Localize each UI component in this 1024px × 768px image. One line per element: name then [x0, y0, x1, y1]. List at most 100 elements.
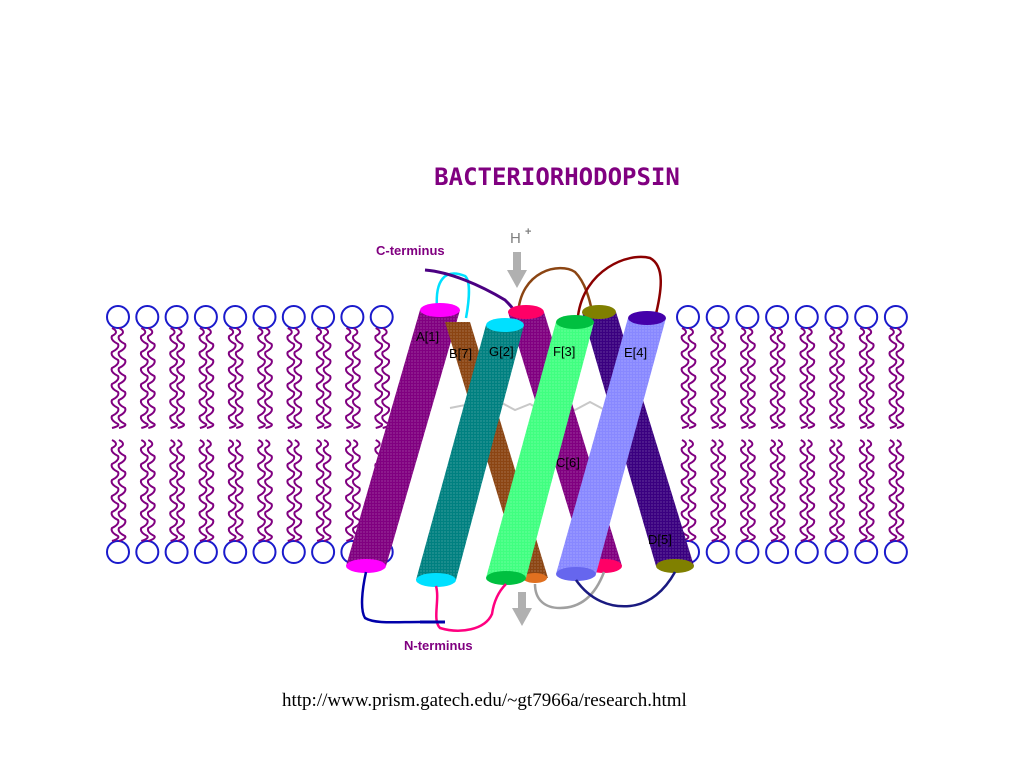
lipid-tail: [146, 327, 156, 429]
lipid-tail: [829, 439, 838, 542]
lipid-tail: [747, 439, 756, 542]
lipid-tail: [234, 439, 244, 542]
lipid-tail: [264, 439, 273, 542]
lipid-head: [311, 540, 336, 564]
lipid-head: [193, 540, 218, 564]
lipid-tail: [858, 327, 868, 429]
lipid-head: [824, 540, 849, 564]
lipid-tail: [687, 327, 697, 429]
lipid-head: [854, 540, 879, 564]
lipid-head: [735, 540, 760, 564]
lipid-tail: [895, 439, 905, 542]
lipid-head: [854, 305, 879, 329]
lipid-tail: [146, 439, 156, 542]
lipid-tail: [352, 439, 361, 542]
extracellular-loops: [435, 255, 662, 319]
lipid-tail: [829, 327, 838, 429]
helix-d-label: D[5]: [648, 532, 672, 547]
helix-b-label: B[7]: [449, 346, 472, 361]
lipid-tail: [110, 439, 120, 542]
lipid-head: [281, 305, 306, 329]
helix-f: [486, 315, 594, 585]
lipid-tail: [257, 327, 266, 429]
lipid-tail: [293, 439, 303, 542]
lipid-head: [223, 540, 248, 564]
lipid-head: [106, 305, 130, 329]
lipid-tail: [169, 327, 178, 429]
lipid-tail: [198, 327, 208, 429]
lipid-tail: [858, 439, 868, 542]
lipid-head: [164, 305, 189, 329]
lipid-tail: [687, 439, 697, 542]
lipid-tail: [139, 327, 149, 429]
lipid-tail: [776, 327, 786, 429]
lipid-head: [311, 305, 336, 329]
lipid-head: [369, 305, 394, 329]
helix-a: [346, 303, 460, 573]
lipid-head: [106, 540, 130, 564]
helix-a-label: A[1]: [416, 329, 439, 344]
helix-g: [416, 318, 524, 587]
proton-charge-label: +: [525, 226, 531, 238]
lipid-tail: [198, 439, 208, 542]
proton-arrow-in: [507, 252, 527, 288]
lipid-tail: [710, 327, 720, 429]
proton-label: H: [510, 230, 521, 247]
lipid-tail: [315, 327, 325, 429]
lipid-tail: [381, 327, 391, 429]
lipid-tail: [227, 439, 237, 542]
lipid-head: [676, 305, 700, 329]
lipid-tail: [345, 439, 354, 542]
lipid-head: [223, 305, 248, 329]
cytoplasmic-loops: [360, 571, 677, 632]
diagram-title: BACTERIORHODOPSIN: [434, 163, 680, 191]
lipid-tail: [776, 439, 786, 542]
lipid-head: [765, 540, 790, 564]
lipid-tail: [888, 439, 898, 542]
lipid-tail: [769, 439, 779, 542]
lipid-tail: [865, 439, 875, 542]
helix-e-label: E[4]: [624, 345, 647, 360]
lipid-tail: [710, 439, 720, 542]
proton-arrow-out: [512, 592, 532, 626]
lipid-tail: [836, 327, 845, 429]
lipid-head: [193, 305, 218, 329]
lipid-tail: [257, 439, 266, 542]
helix-g-label: G[2]: [489, 344, 514, 359]
lipid-head: [883, 305, 908, 329]
lipid-head: [794, 305, 819, 329]
lipid-tail: [322, 439, 332, 542]
lipid-head: [135, 305, 160, 329]
lipid-tail: [888, 327, 898, 429]
lipid-head: [883, 540, 908, 564]
lipid-head: [164, 540, 189, 564]
lipid-tail: [286, 439, 296, 542]
lipid-tail: [352, 327, 361, 429]
lipid-tail: [205, 327, 215, 429]
lipid-tail: [117, 439, 127, 542]
lipid-tail: [315, 439, 325, 542]
lipid-head: [252, 305, 277, 329]
lipid-tail: [176, 327, 185, 429]
lipid-tail: [286, 327, 296, 429]
lipid-tail: [680, 327, 690, 429]
lipid-head: [135, 540, 160, 564]
lipid-tail: [769, 327, 779, 429]
lipid-tail: [345, 327, 354, 429]
lipid-tail: [293, 327, 303, 429]
n-terminus-label: N-terminus: [404, 638, 473, 653]
lipid-tail: [836, 439, 845, 542]
lipid-tail: [799, 327, 809, 429]
lipid-head: [281, 540, 306, 564]
lipid-head: [735, 305, 760, 329]
source-url: http://www.prism.gatech.edu/~gt7966a/res…: [282, 690, 687, 711]
lipid-tail: [176, 439, 185, 542]
lipid-tail: [205, 439, 215, 542]
lipid-tail: [264, 327, 273, 429]
lipid-tail: [374, 327, 384, 429]
lipid-head: [340, 305, 365, 329]
lipid-tail: [895, 327, 905, 429]
lipid-tail: [139, 439, 149, 542]
lipid-tail: [680, 439, 690, 542]
